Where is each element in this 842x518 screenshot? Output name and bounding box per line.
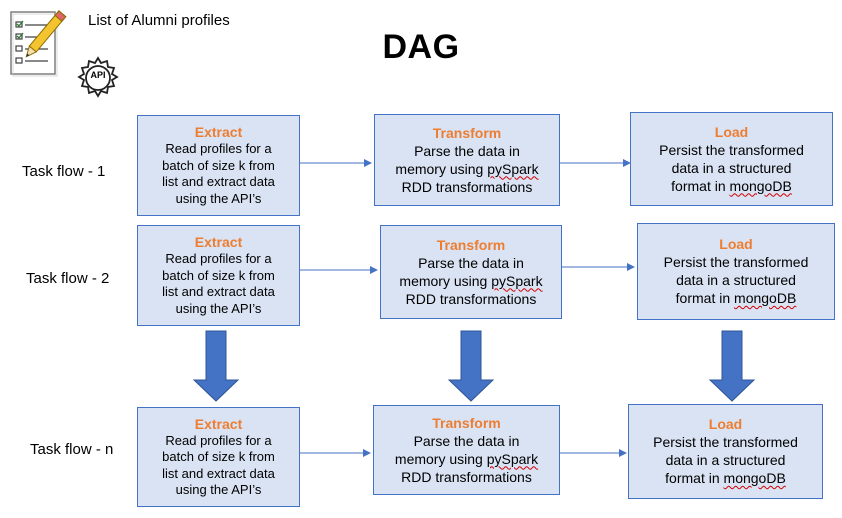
page-title: DAG xyxy=(382,28,460,66)
extract-box-2: Extract Read profiles for a batch of siz… xyxy=(137,225,300,326)
extract-text: Read profiles for a batch of size k from… xyxy=(162,432,275,498)
transform-text: Parse the data in memory using pySpark R… xyxy=(395,142,539,195)
transform-heading: Transform xyxy=(436,236,506,253)
block-arrow-load xyxy=(708,330,756,402)
extract-heading: Extract xyxy=(194,234,243,250)
api-gear-icon: API xyxy=(74,54,122,102)
transform-text: Parse the data in memory using pySpark R… xyxy=(394,432,539,485)
extract-text: Read profiles for a batch of size k from… xyxy=(162,141,275,206)
checklist-icon xyxy=(8,4,68,80)
extract-heading: Extract xyxy=(194,124,243,140)
block-arrow-transform xyxy=(447,330,495,402)
load-text: Persist the transformed data in a struct… xyxy=(653,434,798,486)
extract-box-1: Extract Read profiles for a batch of siz… xyxy=(137,115,300,216)
transform-text: Parse the data in memory using pySpark R… xyxy=(399,254,543,307)
extract-text: Read profiles for a batch of size k from… xyxy=(162,251,275,316)
list-label: List of Alumni profiles xyxy=(88,12,230,29)
load-box-n: Load Persist the transformed data in a s… xyxy=(628,404,823,499)
load-text: Persist the transformed data in a struct… xyxy=(659,141,804,194)
extract-heading: Extract xyxy=(194,415,243,432)
load-heading: Load xyxy=(714,123,749,140)
load-box-2: Load Persist the transformed data in a s… xyxy=(637,223,835,320)
transform-box-1: Transform Parse the data in memory using… xyxy=(374,114,560,206)
load-heading: Load xyxy=(708,416,743,432)
block-arrow-extract xyxy=(192,330,240,402)
transform-box-2: Transform Parse the data in memory using… xyxy=(380,225,562,319)
task-flow-n-label: Task flow - n xyxy=(30,441,114,458)
transform-heading: Transform xyxy=(432,124,502,141)
task-flow-1-label: Task flow - 1 xyxy=(22,163,106,180)
transform-heading: Transform xyxy=(432,414,501,431)
task-flow-2-label: Task flow - 2 xyxy=(26,270,110,287)
load-text: Persist the transformed data in a struct… xyxy=(663,254,809,306)
load-box-1: Load Persist the transformed data in a s… xyxy=(630,112,833,206)
extract-box-n: Extract Read profiles for a batch of siz… xyxy=(137,407,300,507)
transform-box-n: Transform Parse the data in memory using… xyxy=(373,405,560,495)
api-icon-label: API xyxy=(90,70,106,80)
load-heading: Load xyxy=(719,236,753,252)
